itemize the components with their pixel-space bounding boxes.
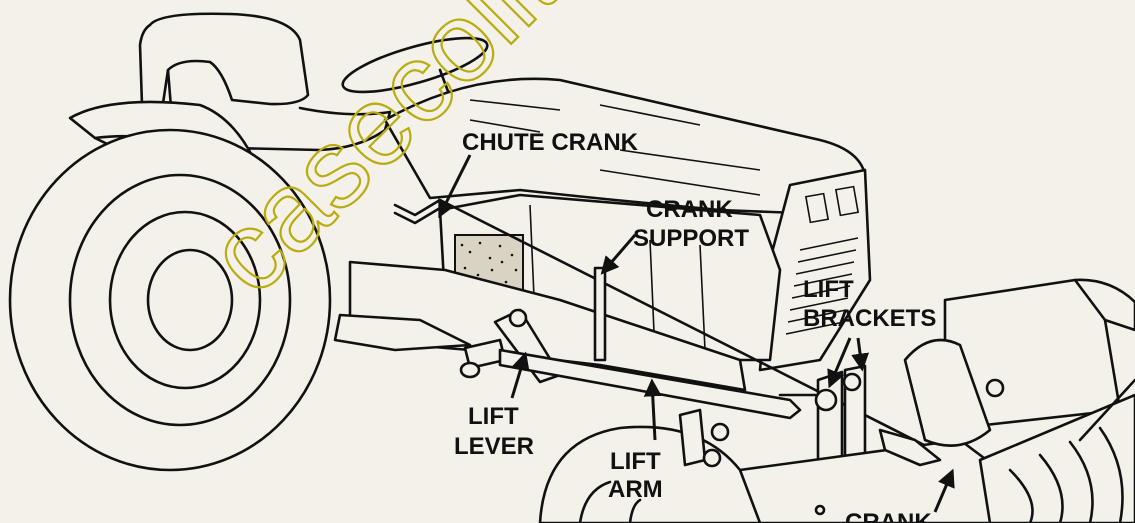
label-chute-crank: CHUTE CRANK: [462, 129, 639, 156]
label-crank-bottom: CRANK: [845, 509, 932, 523]
label-lift-arm-line2: ARM: [608, 476, 663, 503]
label-crank-support-line2: SUPPORT: [633, 225, 749, 252]
crank-support-part: [593, 266, 607, 362]
label-lift-brackets-line1: LIFT: [803, 276, 854, 303]
blower-chute: [903, 278, 1135, 447]
label-lift-lever-line1: LIFT: [468, 403, 519, 430]
leader-arrows: [438, 154, 955, 513]
label-lift-lever-line2: LEVER: [454, 433, 534, 460]
auger: [978, 378, 1135, 523]
frame: [333, 260, 747, 392]
hood: [383, 77, 872, 372]
lift-brackets-part: [814, 364, 867, 467]
frame-details: [678, 408, 942, 468]
label-crank-support-line1: CRANK: [646, 196, 733, 223]
rear-wheel: [8, 128, 332, 472]
label-lift-arm-line1: LIFT: [610, 448, 661, 475]
label-lift-brackets-line2: BRACKETS: [803, 305, 936, 332]
